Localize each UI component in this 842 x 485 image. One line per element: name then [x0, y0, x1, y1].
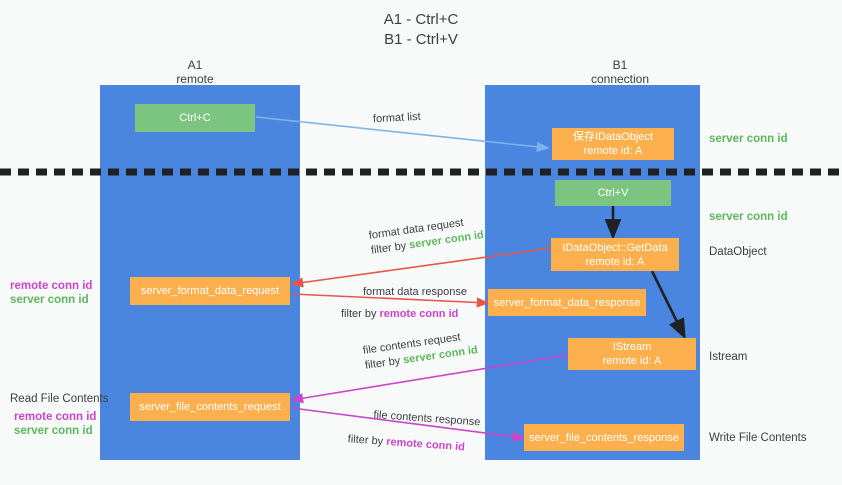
- column-a1-role: remote: [176, 72, 214, 86]
- node-istream[interactable]: IStream remote id: A: [568, 338, 696, 370]
- node-idataobject-getdata[interactable]: IDataObject::GetData remote id: A: [551, 238, 679, 271]
- left-label-read-file-contents: Read File Contents: [10, 393, 109, 405]
- column-b1-role: connection: [590, 72, 650, 86]
- left-label-remote-conn-id-mid: remote conn id: [10, 280, 93, 292]
- node-server-file-contents-request[interactable]: server_file_contents_request: [130, 393, 290, 421]
- node-server-format-data-request-label: server_format_data_request: [140, 285, 280, 297]
- right-label-write-file-contents: Write File Contents: [709, 432, 807, 444]
- node-idataobject-getdata-sub: remote id: A: [585, 255, 645, 268]
- edge-label-format-list-text: format list: [372, 110, 421, 126]
- node-server-format-data-response-label: server_format_data_response: [493, 296, 641, 309]
- column-header-a1: A1 remote: [120, 58, 270, 86]
- edge-label-format-data-response-text: format data response: [363, 286, 467, 298]
- edge-label-format-data-response-filter-prefix: filter by: [341, 308, 380, 320]
- right-label-server-conn-id-mid: server conn id: [709, 211, 788, 223]
- right-label-server-conn-id-top: server conn id: [709, 133, 788, 145]
- node-idataobject-saved[interactable]: 保存IDataObject remote id: A: [552, 128, 674, 160]
- node-istream-sub: remote id: A: [602, 355, 662, 367]
- node-idataobject-saved-label: 保存IDataObject: [572, 131, 654, 143]
- node-ctrl-c[interactable]: Ctrl+C: [135, 104, 255, 132]
- node-istream-label: IStream: [612, 341, 652, 353]
- edge-label-file-contents-response-filter-value: remote conn id: [385, 435, 466, 454]
- column-a1-name: A1: [187, 58, 203, 72]
- node-server-file-contents-response[interactable]: server_file_contents_response: [524, 424, 684, 451]
- node-server-format-data-request[interactable]: server_format_data_request: [130, 277, 290, 305]
- left-label-remote-conn-id-bottom: remote conn id: [14, 411, 97, 423]
- column-header-b1: B1 connection: [545, 58, 695, 86]
- edge-label-format-data-request-filter-prefix: filter by: [370, 239, 411, 257]
- node-server-file-contents-response-label: server_file_contents_response: [529, 431, 679, 444]
- edge-label-file-contents-response-text: file contents response: [373, 408, 481, 429]
- edge-label-file-contents-request: file contents request filter by server c…: [362, 328, 479, 374]
- node-idataobject-saved-sub: remote id: A: [583, 145, 643, 157]
- page-title: A1 - Ctrl+C B1 - Ctrl+V: [0, 10, 842, 50]
- edge-label-file-contents-response-filter-prefix: filter by: [347, 433, 387, 448]
- node-server-file-contents-request-label: server_file_contents_request: [139, 401, 281, 413]
- edge-label-file-contents-response: file contents response filter by remote …: [347, 408, 481, 456]
- left-label-server-conn-id-mid: server conn id: [10, 294, 89, 306]
- title-line-1: A1 - Ctrl+C: [383, 11, 459, 28]
- title-line-2: B1 - Ctrl+V: [384, 31, 458, 48]
- edge-label-format-data-response: format data response filter by remote co…: [341, 285, 467, 322]
- node-ctrl-v[interactable]: Ctrl+V: [555, 180, 671, 206]
- edge-label-format-data-request: format data request filter by server con…: [368, 213, 485, 259]
- node-server-format-data-response[interactable]: server_format_data_response: [488, 289, 646, 316]
- left-label-server-conn-id-bottom: server conn id: [14, 425, 93, 437]
- right-label-dataobject: DataObject: [709, 246, 767, 258]
- edge-label-file-contents-request-filter-prefix: filter by: [364, 354, 405, 372]
- column-b1-name: B1: [612, 58, 628, 72]
- edge-label-format-data-response-filter-value: remote conn id: [379, 308, 459, 320]
- node-ctrl-c-label: Ctrl+C: [179, 112, 211, 124]
- edge-label-format-list: format list: [373, 110, 421, 127]
- node-idataobject-getdata-label: IDataObject::GetData: [562, 241, 668, 254]
- right-label-istream: Istream: [709, 351, 748, 363]
- node-ctrl-v-label: Ctrl+V: [597, 187, 629, 199]
